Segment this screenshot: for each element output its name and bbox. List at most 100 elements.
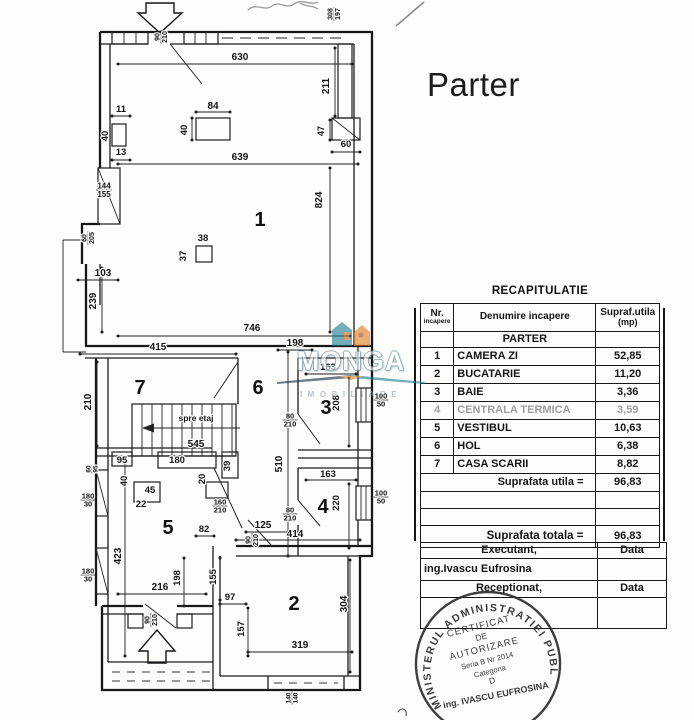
table-cell: HOL <box>453 437 597 456</box>
room-number: 4 <box>317 496 329 518</box>
svg-text:39: 39 <box>222 461 233 472</box>
svg-text:47: 47 <box>316 126 326 136</box>
svg-text:45: 45 <box>145 485 156 496</box>
svg-text:95: 95 <box>93 465 100 473</box>
entrance-arrow-top <box>136 2 184 34</box>
dimension-lines <box>76 46 362 674</box>
svg-text:11: 11 <box>116 104 127 115</box>
dim-label: 82 <box>198 523 211 536</box>
svg-text:50: 50 <box>377 400 385 409</box>
svg-text:210: 210 <box>152 614 159 626</box>
empty-row <box>419 508 660 526</box>
table-outer-line-right <box>663 308 665 541</box>
table-cell: 1 <box>419 347 455 366</box>
windows <box>95 31 373 690</box>
dim-label: 319 <box>290 639 310 652</box>
svg-text:824: 824 <box>314 191 325 208</box>
dim-label: 239 <box>87 291 100 311</box>
table-cell: 3 <box>419 383 455 402</box>
dim-label: 208 <box>330 394 343 412</box>
dim-label: 84 <box>206 100 220 113</box>
dim-label: 45 <box>144 484 158 497</box>
svg-text:639: 639 <box>232 152 249 163</box>
stairs: spre etaj <box>131 403 240 457</box>
empty-row <box>419 491 660 509</box>
dim-label: 423 <box>112 546 125 566</box>
room-number: 1 <box>254 209 265 231</box>
dim-label: 103 <box>93 267 113 280</box>
svg-text:30: 30 <box>84 575 92 584</box>
header-suprafata-unit: (mp) <box>617 317 638 328</box>
svg-text:50: 50 <box>377 497 385 506</box>
svg-text:82: 82 <box>199 524 210 535</box>
svg-text:198: 198 <box>287 338 304 349</box>
svg-text:319: 319 <box>292 640 309 651</box>
stair-label: spre etaj <box>179 413 214 423</box>
dim-label: 545 <box>186 438 206 451</box>
dim-label: 97 <box>224 591 237 604</box>
svg-text:239: 239 <box>88 292 99 309</box>
receptionat-label: Receptionat, <box>420 580 598 598</box>
svg-text:308: 308 <box>328 8 335 20</box>
svg-text:415: 415 <box>150 342 167 353</box>
receptionat-row: Receptionat, Data <box>420 580 667 598</box>
svg-text:545: 545 <box>188 439 205 450</box>
svg-text:180: 180 <box>169 455 185 466</box>
header-suprafata: Supraf.utila (mp) <box>595 303 660 332</box>
dim-label: 40 <box>178 124 191 137</box>
svg-text:95: 95 <box>117 455 128 466</box>
dim-label: 211 <box>320 76 333 95</box>
svg-text:208: 208 <box>331 395 342 411</box>
svg-text:205: 205 <box>89 232 96 244</box>
svg-text:60: 60 <box>82 234 89 242</box>
header-suprafata-label: Supraf.utila <box>600 306 656 318</box>
signoff-block: Executant, Data ing.Ivascu Eufrosina Rec… <box>420 542 667 629</box>
svg-text:100: 100 <box>375 392 388 401</box>
dim-label: 11 <box>115 103 128 116</box>
svg-text:157: 157 <box>236 621 247 637</box>
table-cell: BUCATARIE <box>453 365 597 384</box>
table-cell: CAMERA ZI <box>453 347 597 366</box>
room-number: 2 <box>288 593 299 615</box>
table-cell: 2 <box>419 365 455 384</box>
svg-text:197: 197 <box>335 8 342 20</box>
handwriting-marks <box>247 1 425 27</box>
svg-text:210: 210 <box>162 31 169 43</box>
dim-label: 510 <box>273 454 286 474</box>
dim-label: 38 <box>197 232 210 245</box>
subtotal-value: 96,83 <box>595 473 660 492</box>
recap-table: RECAPITULATIE Nr. incapere Denumire inca… <box>419 285 660 548</box>
table-cell: 4 <box>419 401 455 420</box>
recap-title: RECAPITULATIE <box>491 285 589 297</box>
svg-text:38: 38 <box>198 233 209 244</box>
dim-label: 824 <box>313 190 326 210</box>
fixtures <box>111 117 239 629</box>
svg-text:220: 220 <box>331 495 342 511</box>
svg-text:198: 198 <box>172 570 183 586</box>
executant-name: ing.Ivascu Eufrosina <box>420 558 598 581</box>
svg-text:30: 30 <box>84 500 92 509</box>
svg-text:80: 80 <box>286 506 294 515</box>
dim-label: 198 <box>171 569 184 587</box>
table-cell: 3,36 <box>595 383 660 402</box>
svg-text:40: 40 <box>119 476 130 487</box>
page-title: Parter <box>427 66 520 103</box>
recap-header-row: Nr. incapere Denumire incapere Supraf.ut… <box>419 303 660 332</box>
svg-text:60: 60 <box>341 139 352 150</box>
dim-label: 47 <box>315 125 327 137</box>
subtotal-label: Suprafata utila = <box>419 473 597 492</box>
table-cell: 10,63 <box>595 419 660 438</box>
room-number: 7 <box>134 377 145 399</box>
